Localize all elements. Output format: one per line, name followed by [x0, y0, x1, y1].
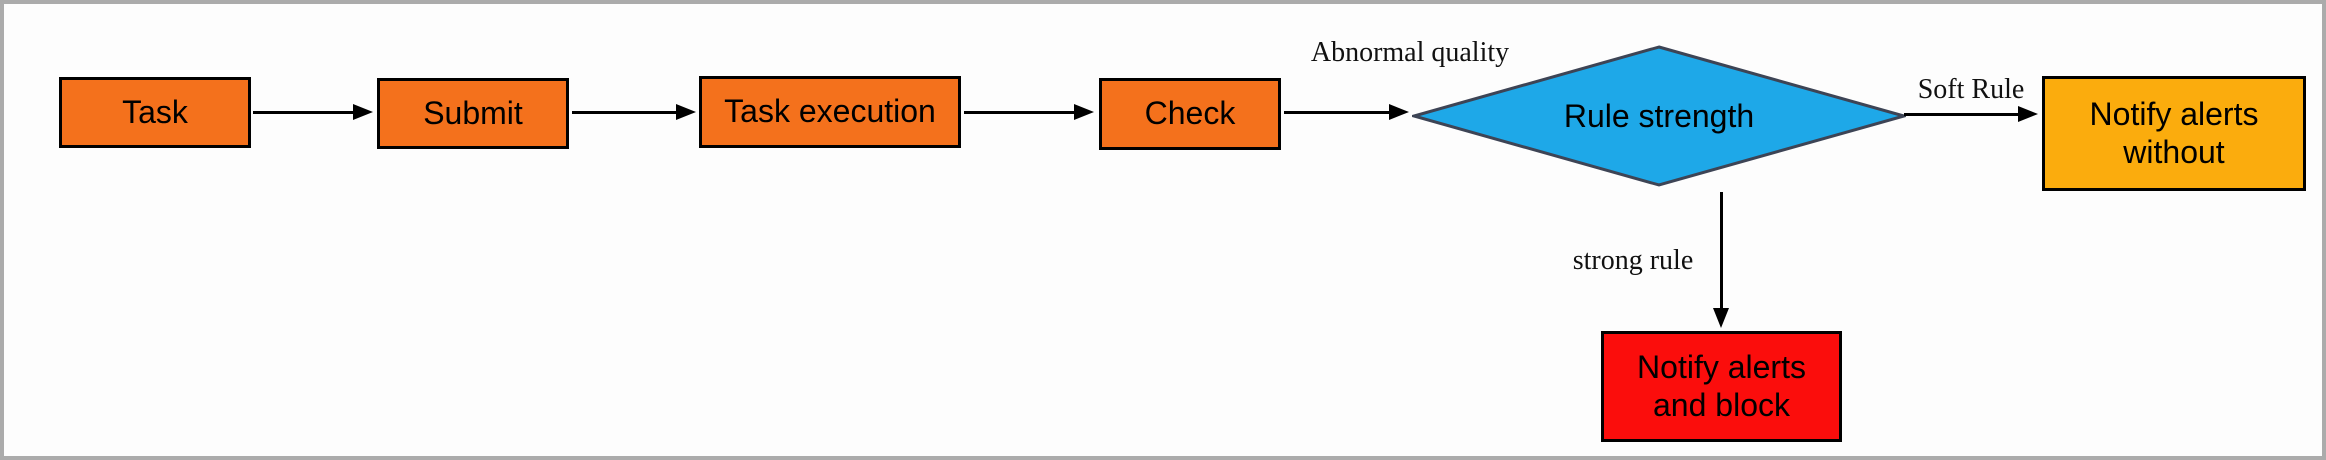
- node-task-label: Task: [122, 93, 188, 130]
- arrow-check-to-rule-strength: [1284, 104, 1409, 120]
- node-notify-alerts-without: Notify alerts without: [2042, 76, 2306, 191]
- decision-diamond-icon: [1412, 45, 1906, 187]
- arrow-rule-strength-to-notify-without: [1904, 106, 2038, 122]
- node-notify-alerts-without-label: Notify alerts without: [2089, 95, 2259, 170]
- node-notify-alerts-and-block: Notify alerts and block: [1601, 331, 1842, 442]
- edge-label-strong-rule: strong rule: [1572, 245, 1694, 276]
- node-task-execution-label: Task execution: [724, 93, 936, 130]
- arrow-task-execution-to-check: [964, 104, 1094, 120]
- node-check-label: Check: [1144, 95, 1236, 132]
- arrow-task-to-submit: [253, 104, 373, 120]
- node-rule-strength-label: Rule strength: [1563, 97, 1755, 134]
- node-submit: Submit: [377, 78, 569, 149]
- decision-diamond-shape: [1412, 45, 1906, 187]
- edge-label-soft-rule: Soft Rule: [1917, 74, 2025, 105]
- node-check: Check: [1099, 78, 1281, 150]
- node-task-execution: Task execution: [699, 76, 961, 148]
- arrow-rule-strength-to-notify-block: [1713, 192, 1729, 328]
- node-task: Task: [59, 77, 251, 148]
- arrow-submit-to-task-execution: [572, 104, 696, 120]
- node-submit-label: Submit: [423, 94, 523, 131]
- edge-label-abnormal-quality: Abnormal quality: [1310, 37, 1510, 68]
- node-notify-alerts-and-block-label: Notify alerts and block: [1637, 348, 1806, 423]
- node-rule-strength: Rule strength: [1412, 45, 1906, 187]
